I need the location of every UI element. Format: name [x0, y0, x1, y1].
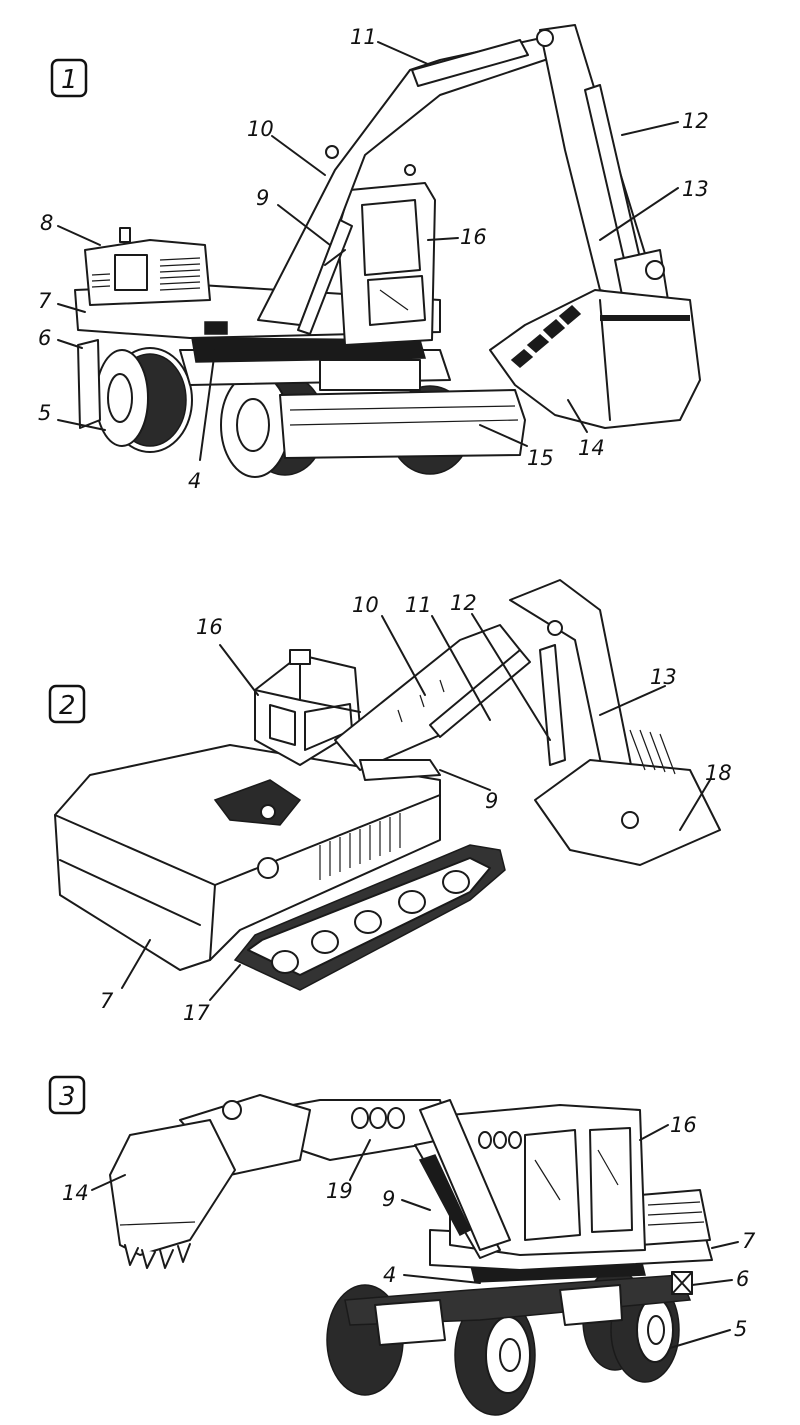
bucket: [489, 289, 701, 429]
panel-3-number-box: [48, 1075, 86, 1115]
panel-1-leaders: [57, 41, 679, 461]
bucket-cylinder: [539, 644, 566, 766]
panel-1-label-12: 12: [682, 109, 709, 133]
panel-2-label-7: 7: [100, 989, 114, 1013]
stick-cylinder: [429, 649, 531, 738]
panel-1-label-6: 6: [38, 326, 51, 350]
panel-1-label-15: 15: [527, 446, 554, 470]
panel-2-label-13: 13: [650, 665, 677, 689]
panel-3-label-16: 16: [670, 1113, 697, 1137]
panel-3-drawing: 3: [48, 1075, 756, 1416]
panel-1-label-10: 10: [247, 117, 274, 141]
panel-1-label-8: 8: [40, 211, 53, 235]
panel-1-number-box: [50, 58, 88, 98]
panel-1-number: 1: [61, 65, 78, 95]
panel-2-label-11: 11: [405, 593, 432, 617]
panel-2-label-16: 16: [196, 615, 223, 639]
engine-housing: [639, 1189, 711, 1246]
panel-1-label-5: 5: [38, 401, 51, 425]
panel-2-leaders: [121, 613, 711, 1001]
hydraulic-unit: [213, 779, 302, 826]
boom-cylinder: [297, 219, 353, 335]
panel-2-number-box: [48, 684, 86, 724]
panel-2-label-18: 18: [705, 761, 732, 785]
panel-3-label-14: 14: [62, 1181, 89, 1205]
panel-1-label-9: 9: [256, 186, 269, 210]
panel-1-label-4: 4: [188, 469, 201, 493]
outrigger: [77, 339, 101, 429]
engine-grille: [319, 813, 401, 880]
stick-cylinder: [411, 39, 529, 87]
panel-1-label-13: 13: [682, 177, 709, 201]
upper-structure: [54, 744, 441, 971]
panel-2-label-9: 9: [485, 789, 498, 813]
rear-wheel: [95, 347, 193, 453]
panel-3-label-4: 4: [383, 1263, 396, 1287]
panel-2-label-17: 17: [183, 1001, 210, 1025]
panel-3-label-7: 7: [742, 1229, 756, 1253]
panel-3-number: 3: [59, 1082, 76, 1112]
panel-3-label-5: 5: [734, 1317, 747, 1341]
panel-3-label-9: 9: [382, 1187, 395, 1211]
panel-2-number: 2: [59, 691, 76, 721]
panel-1-label-7: 7: [38, 289, 52, 313]
panel-1-label-11: 11: [350, 25, 377, 49]
boom-cylinder: [359, 759, 441, 781]
panel-3-label-19: 19: [326, 1179, 353, 1203]
backhoe-bucket: [109, 1119, 236, 1256]
panel-1-label-16: 16: [460, 225, 487, 249]
track-rollers: [271, 870, 470, 974]
panel-3-leaders: [91, 1124, 739, 1349]
panel-2-label-10: 10: [352, 593, 379, 617]
panel-1-label-14: 14: [578, 436, 605, 460]
panel-1-drawing: 1: [38, 24, 709, 493]
panel-2-label-12: 12: [450, 591, 477, 615]
panel-2-drawing: 2: [48, 579, 732, 1025]
panel-3-label-6: 6: [736, 1267, 749, 1291]
